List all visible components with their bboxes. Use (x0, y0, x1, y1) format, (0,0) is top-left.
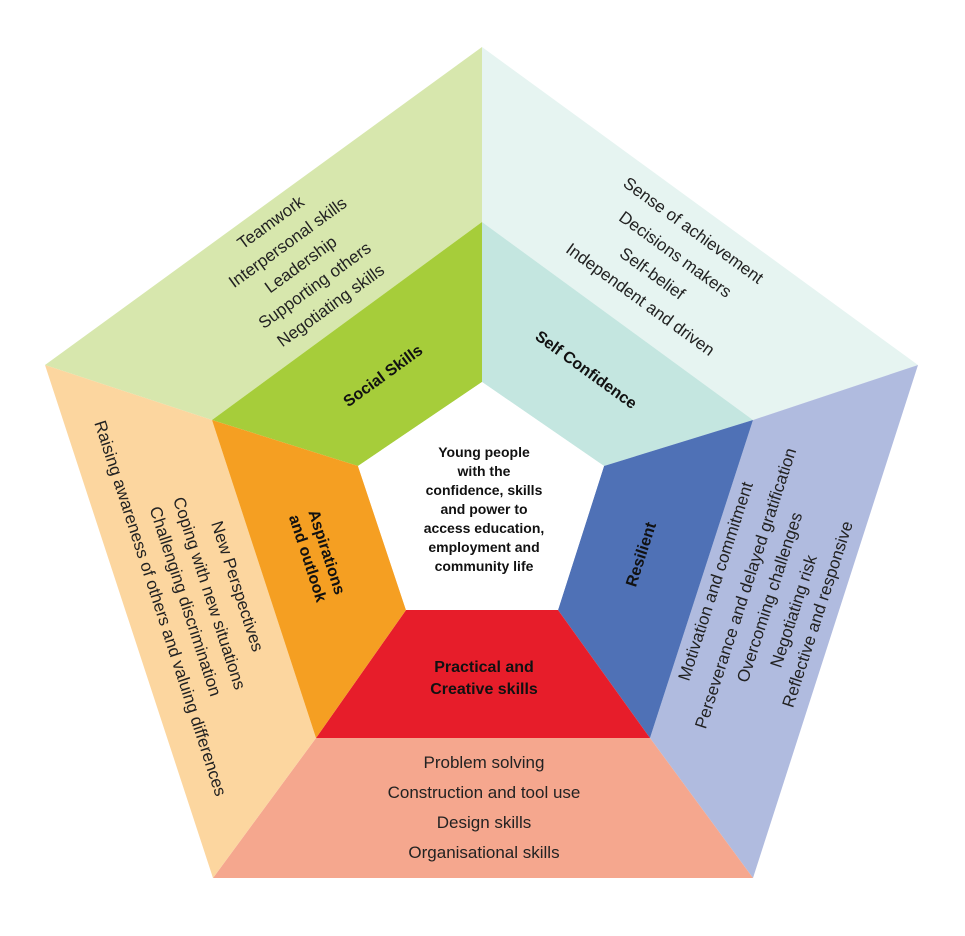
practical-inner-section (316, 610, 650, 738)
social-skills-outer-section (45, 47, 482, 420)
center-line: access education, (424, 520, 545, 536)
center-line: Young people (438, 444, 530, 460)
resilient-inner-section (558, 420, 753, 738)
list-item: Organisational skills (408, 843, 559, 862)
social-skills-inner-section (212, 222, 482, 466)
self-confidence-outer-section (482, 47, 918, 420)
self-confidence-inner-section (482, 222, 753, 466)
center-line: and power to (440, 501, 527, 517)
center-line: confidence, skills (426, 482, 543, 498)
practical-label-line: Creative skills (430, 681, 538, 698)
aspirations-outer-section (45, 365, 316, 878)
practical-label-line: Practical and (434, 659, 534, 676)
practical-items: Problem solving Construction and tool us… (388, 753, 581, 862)
aspirations-inner-section (212, 420, 406, 738)
center-statement: Young people with the confidence, skills… (424, 444, 545, 574)
list-item: Design skills (437, 813, 531, 832)
center-line: employment and (428, 539, 539, 555)
center-line: community life (435, 558, 534, 574)
center-line: with the (457, 463, 511, 479)
center-pentagon (358, 382, 604, 610)
list-item: Problem solving (424, 753, 545, 772)
list-item: Construction and tool use (388, 783, 581, 802)
resilient-outer-section (650, 365, 918, 878)
practical-outer-section (213, 738, 753, 878)
